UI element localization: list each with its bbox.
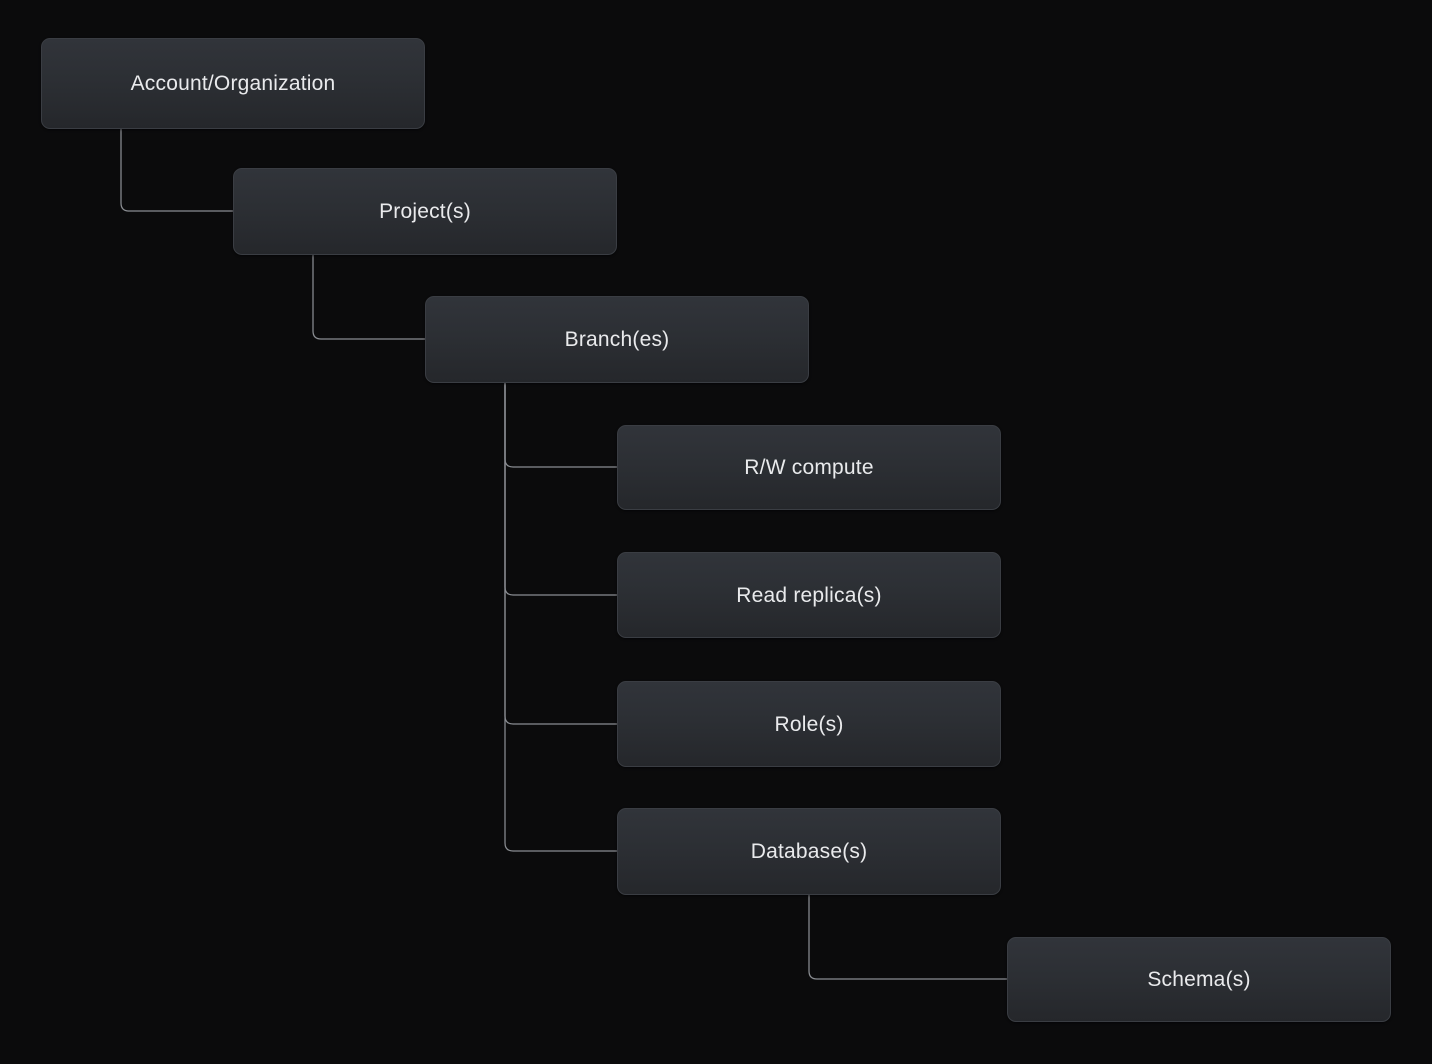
node-label-branch: Branch(es) (564, 328, 670, 351)
connector-branch-to-role (504, 382, 618, 725)
node-schema[interactable]: Schema(s) (1007, 937, 1391, 1022)
connector-project-to-branch (312, 254, 426, 340)
node-label-schema: Schema(s) (1147, 968, 1251, 991)
node-database[interactable]: Database(s) (617, 808, 1001, 895)
node-project[interactable]: Project(s) (233, 168, 617, 255)
node-label-rw-compute: R/W compute (744, 456, 874, 479)
connector-database-to-schema (808, 894, 1008, 980)
node-read-replica[interactable]: Read replica(s) (617, 552, 1001, 638)
connector-account-to-project (120, 128, 234, 212)
node-label-role: Role(s) (774, 712, 844, 736)
node-rw-compute[interactable]: R/W compute (617, 425, 1001, 510)
node-label-database: Database(s) (750, 840, 868, 863)
node-role[interactable]: Role(s) (617, 681, 1001, 767)
node-branch[interactable]: Branch(es) (425, 296, 809, 383)
node-label-read-replica: Read replica(s) (736, 583, 882, 607)
node-account[interactable]: Account/Organization (41, 38, 425, 129)
connector-branch-to-rw-compute (504, 382, 618, 468)
connector-branch-to-read-replica (504, 382, 618, 596)
connector-branch-to-database (504, 382, 618, 852)
node-label-account: Account/Organization (130, 72, 336, 95)
node-label-project: Project(s) (379, 200, 471, 223)
